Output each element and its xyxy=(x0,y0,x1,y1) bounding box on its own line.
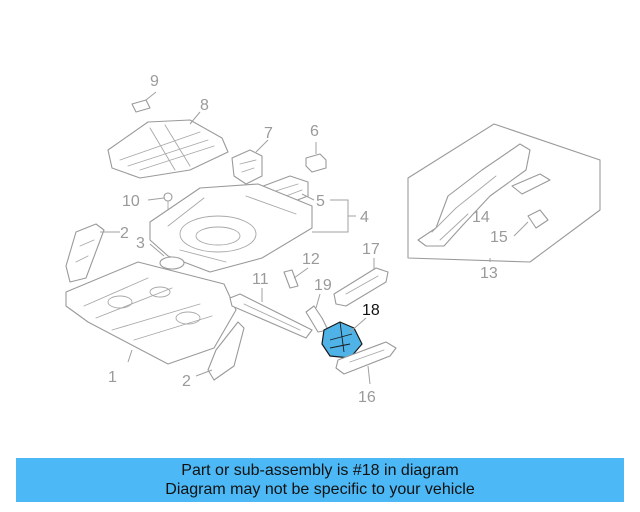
part-13-assembly xyxy=(407,123,601,263)
leader-lines xyxy=(100,91,529,385)
part-6-block xyxy=(305,153,327,173)
callout-2-upper: 2 xyxy=(120,225,129,242)
part-1-floor xyxy=(65,261,237,365)
callout-10: 10 xyxy=(122,193,140,210)
callout-5: 5 xyxy=(316,193,325,210)
part-9-clip xyxy=(131,99,151,113)
part-10-bolt xyxy=(163,192,173,211)
part-19-clip xyxy=(305,305,329,333)
callout-19: 19 xyxy=(314,277,332,294)
callout-1: 1 xyxy=(108,369,117,386)
part-12-hook xyxy=(283,269,299,289)
callout-16: 16 xyxy=(358,389,376,406)
part-3-grommet xyxy=(159,256,185,270)
callout-11: 11 xyxy=(252,271,269,288)
callout-8: 8 xyxy=(200,97,209,114)
callout-7: 7 xyxy=(264,125,273,142)
part-8-panel xyxy=(107,119,229,179)
callout-2-lower: 2 xyxy=(182,373,191,390)
part-16-sill xyxy=(335,341,397,375)
callout-3: 3 xyxy=(136,235,145,252)
callout-4: 4 xyxy=(360,209,369,226)
callout-15: 15 xyxy=(490,229,508,246)
callout-13: 13 xyxy=(480,265,498,282)
part-4-rear-floor xyxy=(149,183,313,273)
banner-line-2: Diagram may not be specific to your vehi… xyxy=(165,481,475,498)
part-7-bracket xyxy=(231,149,263,185)
banner-line-1: Part or sub-assembly is #18 in diagram xyxy=(181,462,459,479)
callout-12: 12 xyxy=(302,251,320,268)
parts-diagram: 9 8 7 6 10 5 4 2 3 1 2 11 12 19 17 18 16… xyxy=(65,73,601,406)
part-2-upper-bracket xyxy=(65,223,105,283)
part-2-lower-bracket xyxy=(207,321,245,381)
callout-14: 14 xyxy=(472,209,490,226)
info-banner: Part or sub-assembly is #18 in diagram D… xyxy=(16,458,624,502)
callout-17: 17 xyxy=(362,241,380,258)
callout-18: 18 xyxy=(362,302,380,319)
callout-6: 6 xyxy=(310,123,319,140)
part-17-brace xyxy=(333,267,389,307)
part-18-highlighted xyxy=(321,321,363,359)
callout-9: 9 xyxy=(150,73,159,90)
part-11-rail xyxy=(229,293,313,339)
